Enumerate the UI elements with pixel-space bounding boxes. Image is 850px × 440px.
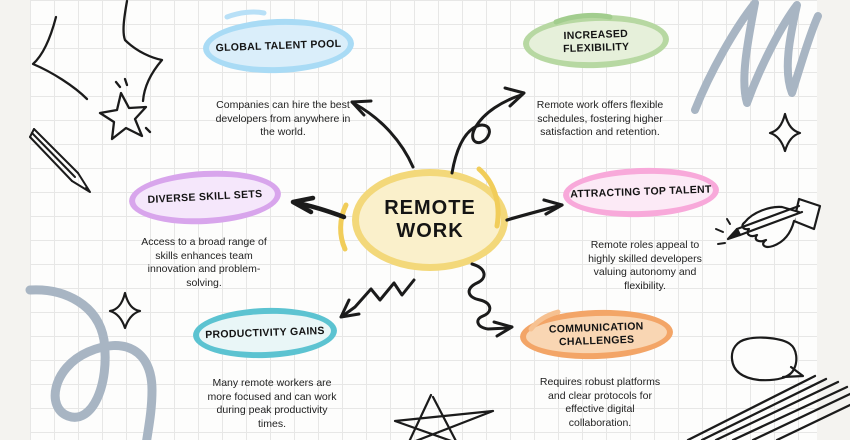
node-label: DIVERSE SKILL SETS [147, 188, 263, 207]
node-label: GLOBAL TALENT POOL [215, 37, 342, 55]
node-label: COMMUNICATION CHALLENGES [548, 320, 644, 348]
description-diverse-skill-sets: Access to a broad range of skills enhanc… [141, 236, 267, 289]
node-label: REMOTE WORK [384, 197, 476, 242]
description-global-talent-pool: Companies can hire the best developers f… [215, 99, 351, 139]
description-communication-challenges: Requires robust platforms and clear prot… [539, 376, 661, 429]
description-productivity-gains: Many remote workers are more focused and… [207, 377, 337, 430]
node-label: PRODUCTIVITY GAINS [205, 324, 325, 342]
node-label: INCREASED FLEXIBILITY [562, 28, 630, 55]
node-remote-work[interactable]: REMOTE WORK [352, 169, 508, 271]
description-increased-flexibility: Remote work offers flexible schedules, f… [536, 99, 664, 139]
node-label: ATTRACTING TOP TALENT [570, 184, 712, 201]
description-attracting-top-talent: Remote roles appeal to highly skilled de… [588, 239, 702, 292]
